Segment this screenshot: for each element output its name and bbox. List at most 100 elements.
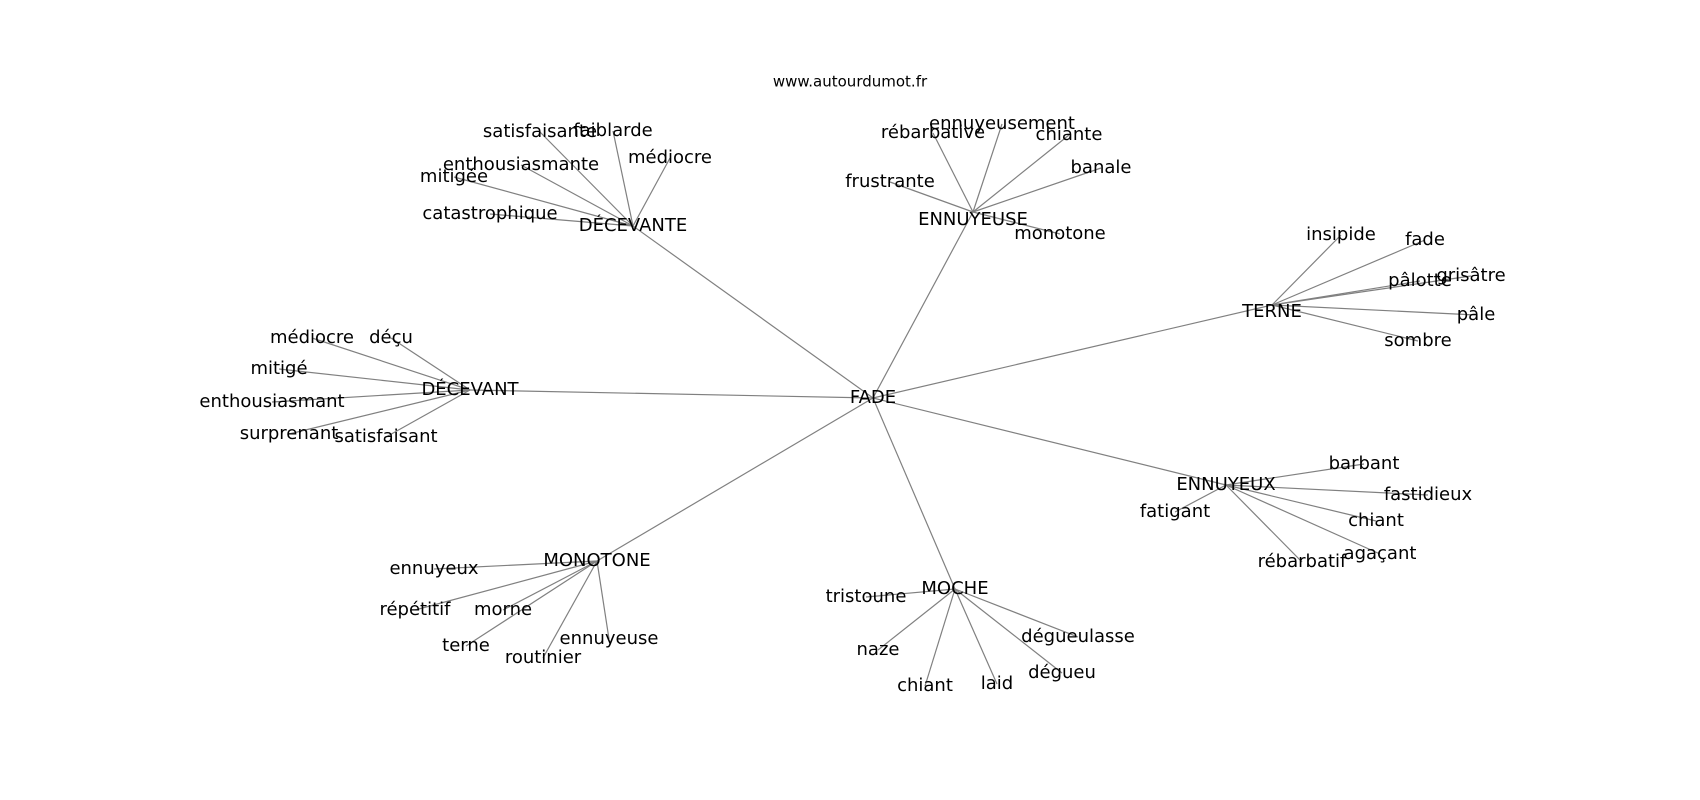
edge-decevant-mediocre	[311, 337, 471, 391]
node-leaf-decevante-enthousiasmante[interactable]: enthousiasmante	[443, 154, 599, 175]
edge-decevant-satisfaisant	[385, 389, 471, 438]
node-leaf-monotone-terne[interactable]: terne	[442, 635, 490, 656]
edge-ennuyeuse-frustrante	[889, 181, 974, 213]
node-leaf-decevant-mediocre[interactable]: médiocre	[270, 327, 354, 348]
node-hub-ennuyeuse[interactable]: ENNUYEUSE	[918, 209, 1028, 230]
node-hub-moche[interactable]: MOCHE	[921, 578, 988, 599]
node-leaf-ennuyeux-barbant[interactable]: barbant	[1329, 453, 1400, 474]
node-leaf-ennuyeuse-rebarbative[interactable]: rébarbative	[881, 122, 985, 143]
edge-monotone-terne	[465, 560, 598, 647]
node-leaf-ennuyeux-fatigant[interactable]: fatigant	[1140, 501, 1210, 522]
edge-fade-decevant	[469, 389, 874, 399]
edge-ennuyeuse-ennuyeusement	[972, 123, 1003, 213]
edge-moche-tristoune	[865, 588, 956, 598]
node-leaf-monotone-routinier[interactable]: routinier	[505, 647, 582, 668]
node-leaf-ennuyeuse-ennuyeusement[interactable]: ennuyeusement	[929, 113, 1075, 134]
node-leaf-decevant-decu[interactable]: déçu	[369, 327, 413, 348]
edge-decevante-enthousiasmante	[520, 164, 634, 227]
node-leaf-monotone-ennuyeuse[interactable]: ennuyeuse	[560, 628, 659, 649]
node-leaf-terne-insipide[interactable]: insipide	[1306, 224, 1376, 245]
node-leaf-ennuyeuse-monotone[interactable]: monotone	[1014, 223, 1106, 244]
node-leaf-moche-degueu[interactable]: dégueu	[1028, 662, 1096, 683]
node-hub-monotone[interactable]: MONOTONE	[543, 550, 650, 571]
edge-moche-naze	[877, 588, 956, 651]
node-leaf-ennuyeux-agacant[interactable]: agaçant	[1344, 543, 1417, 564]
edge-decevant-enthousiasmant	[271, 389, 471, 403]
node-leaf-terne-grisatre[interactable]: grisâtre	[1436, 265, 1505, 286]
edge-moche-degueu	[954, 588, 1063, 674]
node-leaf-decevant-enthousiasmant[interactable]: enthousiasmant	[199, 391, 344, 412]
node-hub-ennuyeux[interactable]: ENNUYEUX	[1176, 474, 1275, 495]
edge-ennuyeuse-rebarbative	[932, 132, 974, 213]
node-leaf-decevant-surprenant[interactable]: surprenant	[240, 423, 339, 444]
node-leaf-ennuyeuse-banale[interactable]: banale	[1071, 157, 1132, 178]
node-leaf-decevante-faiblarde[interactable]: faiblarde	[573, 120, 652, 141]
site-watermark: www.autourdumot.fr	[773, 73, 928, 91]
node-leaf-decevant-mitige[interactable]: mitigé	[250, 358, 307, 379]
edge-decevant-mitige	[278, 368, 471, 391]
edge-fade-ennuyeux	[872, 397, 1227, 486]
node-leaf-ennuyeux-fastidieux[interactable]: fastidieux	[1384, 484, 1473, 505]
edge-monotone-morne	[502, 560, 598, 611]
edge-ennuyeuse-banale	[972, 167, 1102, 213]
edge-decevant-surprenant	[288, 389, 471, 435]
edge-fade-moche	[872, 397, 956, 590]
edge-decevante-catastrophique	[489, 213, 634, 227]
edge-ennuyeuse-monotone	[972, 211, 1061, 235]
edge-moche-degueulasse	[954, 588, 1079, 638]
node-leaf-moche-laid[interactable]: laid	[981, 673, 1013, 694]
node-leaf-decevante-satisfaisante[interactable]: satisfaisante	[483, 121, 597, 142]
node-hub-terne[interactable]: TERNE	[1241, 301, 1302, 322]
node-leaf-decevante-mediocre[interactable]: médiocre	[628, 147, 712, 168]
node-leaf-terne-fade[interactable]: fade	[1405, 229, 1445, 250]
edge-terne-fade	[1271, 239, 1426, 306]
edge-decevant-decu	[390, 337, 471, 391]
node-leaf-decevant-satisfaisant[interactable]: satisfaisant	[334, 426, 437, 447]
edge-terne-pale	[1271, 304, 1477, 316]
edge-decevante-mitigee	[453, 176, 634, 227]
edge-ennuyeux-barbant	[1225, 463, 1365, 486]
graph-edges	[271, 123, 1477, 687]
edge-fade-ennuyeuse	[872, 211, 974, 399]
edge-ennuyeux-fastidieux	[1225, 484, 1429, 496]
node-leaf-moche-chiant[interactable]: chiant	[897, 675, 953, 696]
edge-decevante-faiblarde	[612, 130, 634, 227]
edge-fade-terne	[872, 304, 1273, 399]
edge-ennuyeux-fatigant	[1174, 484, 1227, 513]
node-leaf-moche-degueulasse[interactable]: dégueulasse	[1021, 626, 1135, 647]
edge-fade-monotone	[596, 397, 874, 562]
node-leaf-monotone-morne[interactable]: morne	[474, 599, 532, 620]
edge-ennuyeux-agacant	[1225, 484, 1381, 555]
edge-terne-insipide	[1271, 234, 1342, 306]
node-center-fade[interactable]: FADE	[850, 387, 896, 408]
node-leaf-ennuyeux-rebarbatif[interactable]: rébarbatif	[1258, 551, 1347, 572]
graph-labels: www.autourdumot.fr FADE DÉCEVANTE satisfai…	[199, 73, 1505, 697]
node-leaf-terne-sombre[interactable]: sombre	[1384, 330, 1451, 351]
node-leaf-monotone-repetitif[interactable]: répétitif	[379, 599, 451, 620]
node-hub-decevante[interactable]: DÉCEVANTE	[579, 214, 687, 236]
node-leaf-decevante-mitigee[interactable]: mitigée	[420, 166, 488, 187]
node-leaf-decevante-catastrophique[interactable]: catastrophique	[422, 203, 557, 224]
node-leaf-ennuyeuse-frustrante[interactable]: frustrante	[845, 171, 935, 192]
node-leaf-terne-palotte[interactable]: pâlotte	[1388, 270, 1452, 291]
edge-moche-chiant	[924, 588, 956, 687]
edge-terne-sombre	[1271, 304, 1419, 342]
node-leaf-ennuyeuse-chiante[interactable]: chiante	[1036, 124, 1103, 145]
node-leaf-terne-pale[interactable]: pâle	[1457, 304, 1496, 325]
node-leaf-monotone-ennuyeux[interactable]: ennuyeux	[389, 558, 478, 579]
edge-ennuyeuse-chiante	[972, 134, 1070, 213]
node-leaf-ennuyeux-chiant[interactable]: chiant	[1348, 510, 1404, 531]
edge-ennuyeux-chiant	[1225, 484, 1377, 522]
edge-fade-decevante	[632, 225, 874, 399]
edge-decevante-satisfaisante	[539, 131, 634, 227]
node-hub-decevant[interactable]: DÉCEVANT	[421, 378, 519, 400]
edge-decevante-mediocre	[632, 157, 671, 227]
node-leaf-moche-tristoune[interactable]: tristoune	[826, 586, 907, 607]
edge-monotone-ennuyeuse	[596, 560, 610, 640]
edge-monotone-routinier	[542, 560, 598, 659]
edge-terne-grisatre	[1271, 275, 1472, 306]
node-leaf-moche-naze[interactable]: naze	[857, 639, 900, 660]
edge-monotone-ennuyeux	[433, 560, 598, 570]
edge-monotone-repetitif	[414, 560, 598, 611]
edge-moche-laid	[954, 588, 998, 685]
